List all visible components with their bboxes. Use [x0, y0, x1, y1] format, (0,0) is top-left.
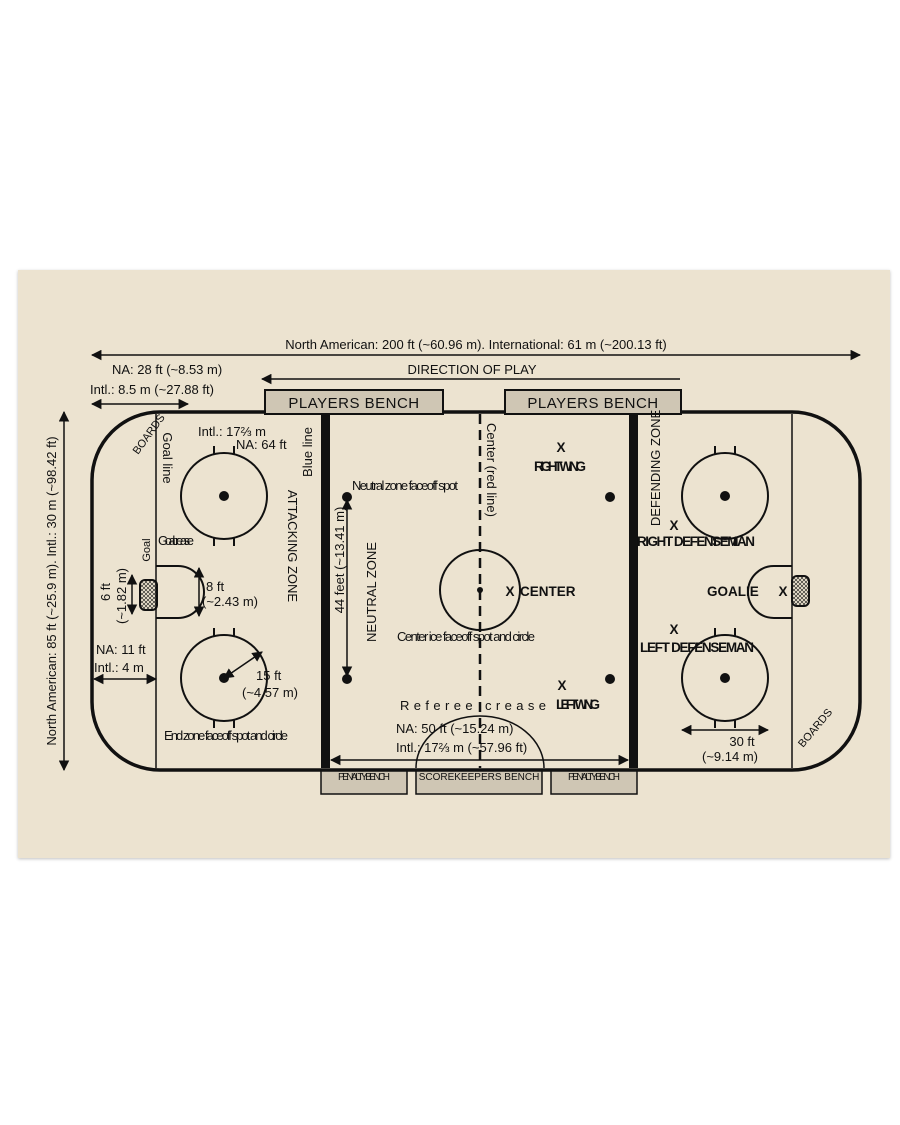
players-bench-label-top-1: PLAYERS BENCH [288, 395, 419, 412]
goal-line-label: Goal line [160, 432, 175, 483]
faceoff-spacing-m-label: (~9.14 m) [702, 749, 758, 764]
neutral-na-label: NA: 50 ft (~15.24 m) [396, 721, 513, 736]
goal-distance-na-label: NA: 11 ft [96, 642, 146, 657]
neutral-width-label: 44 feet (~13.41 m) [332, 507, 347, 614]
defending-zone-label: DEFENDING ZONE [648, 410, 663, 527]
penalty-bench-right: PENALTY BENCH [550, 769, 638, 795]
penalty-bench-left: PENALTY BENCH [320, 769, 408, 795]
center-faceoff-circle [439, 549, 521, 631]
right-defenseman-marker: X [669, 518, 678, 533]
right-wing-label: RIGHT WING [534, 459, 586, 474]
goal-line-na-label: NA: 64 ft [236, 437, 287, 452]
players-bench-label-top-2: PLAYERS BENCH [527, 395, 658, 412]
goal-net-right [791, 575, 810, 607]
attacking-zone-label: ATTACKING ZONE [285, 490, 300, 603]
blue-line-left [321, 414, 330, 768]
neutral-spot-label: Neutral zone faceoff spot [352, 478, 458, 493]
blue-line-label: Blue line [300, 427, 315, 477]
goal-net-left [139, 579, 158, 611]
right-defenseman-label: RIGHT DEFENSEMAN [637, 534, 755, 549]
center-line-label: Center (red line) [484, 423, 499, 517]
corner-na-label: NA: 28 ft (~8.53 m) [112, 362, 222, 377]
scorekeepers-bench-label: SCOREKEEPERS BENCH [419, 772, 540, 783]
length-label: North American: 200 ft (~60.96 m). Inter… [285, 337, 667, 352]
neutral-intl-label: Intl.: 17⅔ m (~57.96 ft) [396, 740, 527, 755]
blue-line-right [629, 414, 638, 768]
goal-line-intl-label: Intl.: 17⅔ m [198, 424, 266, 439]
center-ice-label: Center ice faceoff spot and circle [397, 629, 535, 644]
referee-crease [415, 715, 545, 769]
goal-width-m-label: (~1.82 m) [114, 568, 129, 624]
penalty-bench-label-2: PENALTY BENCH [568, 772, 620, 783]
corner-intl-label: Intl.: 8.5 m (~27.88 ft) [90, 382, 214, 397]
goalie-label: GOALIE [707, 584, 759, 599]
left-wing-label: LEFT WING [556, 697, 600, 712]
end-zone-circle-right-top [681, 446, 769, 546]
goal-crease-right [747, 565, 792, 619]
circle-radius-m-label: (~4.57 m) [242, 685, 298, 700]
goal-label: Goal [141, 538, 153, 561]
faceoff-spacing-label: 30 ft [729, 734, 755, 749]
left-defenseman-label: LEFT DEFENSEMAN [640, 640, 754, 655]
center-marker: X [505, 584, 514, 599]
neutral-spot-right-top [605, 492, 615, 502]
goal-width-label: 6 ft [98, 583, 113, 601]
end-zone-label: End zone faceoff spot and circle [164, 728, 288, 743]
goal-crease-label: Goal crease [158, 533, 194, 548]
left-wing-marker: X [557, 678, 566, 693]
goalie-marker: X [778, 584, 787, 599]
width-label: North American: 85 ft (~25.9 m). Intl.: … [44, 436, 59, 745]
penalty-bench-label-1: PENALTY BENCH [338, 772, 390, 783]
goal-distance-intl-label: Intl.: 4 m [94, 660, 144, 675]
crease-width-m-label: (~2.43 m) [202, 594, 258, 609]
right-wing-marker: X [556, 440, 565, 455]
direction-of-play-label: DIRECTION OF PLAY [407, 362, 536, 377]
center-label: CENTER [520, 584, 576, 599]
end-zone-circle-left-top [180, 446, 268, 546]
circle-radius-arrow [223, 651, 263, 679]
circle-radius-label: 15 ft [256, 668, 282, 683]
left-defenseman-marker: X [669, 622, 678, 637]
crease-width-label: 8 ft [206, 579, 224, 594]
scorekeepers-bench: SCOREKEEPERS BENCH [415, 769, 543, 795]
rink-boards [90, 410, 862, 772]
center-faceoff-spot [477, 587, 483, 593]
neutral-spot-right-bottom [605, 674, 615, 684]
neutral-zone-label: NEUTRAL ZONE [364, 542, 379, 642]
